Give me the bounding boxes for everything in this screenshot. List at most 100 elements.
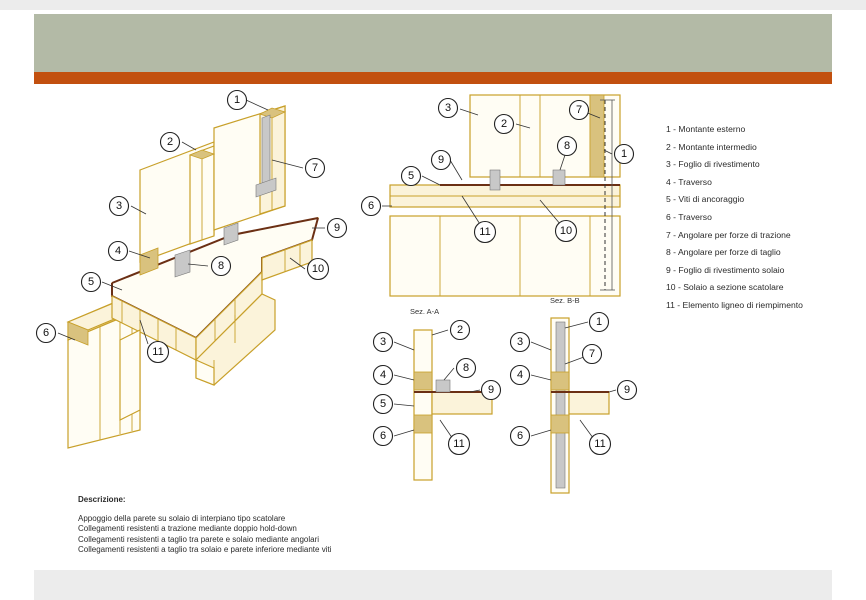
callout-marker: 9 (430, 149, 452, 171)
callout-marker: 4 (372, 364, 394, 386)
callout-marker: 3 (437, 97, 459, 119)
legend-item: 2 - Montante intermedio (666, 141, 757, 152)
callout-marker: 1 (613, 143, 635, 165)
callout-number: 6 (368, 200, 374, 212)
description-line: Collegamenti resistenti a taglio tra par… (78, 534, 320, 544)
callout-number: 4 (517, 369, 523, 381)
callout-marker: 2 (449, 319, 471, 341)
bottom-strip (34, 570, 832, 600)
slide-accent-bar (34, 72, 832, 84)
callout-number: 9 (488, 384, 494, 396)
callout-number: 10 (312, 263, 324, 275)
callout-marker: 7 (304, 157, 326, 179)
section-bb-callouts (530, 321, 617, 443)
callout-marker: 7 (568, 99, 590, 121)
legend-item: 11 - Elemento ligneo di riempimento (666, 299, 803, 310)
callout-number: 6 (43, 327, 49, 339)
callout-number: 6 (380, 430, 386, 442)
callout-marker: 6 (509, 425, 531, 447)
callout-number: 10 (560, 225, 572, 237)
callout-number: 11 (479, 226, 490, 238)
callout-number: 5 (408, 170, 414, 182)
legend-item: 10 - Solaio a sezione scatolare (666, 282, 784, 293)
callout-number: 8 (218, 260, 224, 272)
slide-header-band (34, 14, 832, 72)
callout-number: 1 (621, 148, 627, 160)
callout-number: 9 (438, 154, 444, 166)
callout-number: 11 (453, 438, 464, 450)
callout-number: 1 (234, 94, 240, 106)
section-aa-label: Sez. A-A (410, 307, 440, 316)
callout-marker: 10 (306, 257, 330, 281)
description-block: Descrizione: Appoggio della parete su so… (78, 495, 331, 555)
callout-marker: 4 (509, 364, 531, 386)
callout-marker: 8 (455, 357, 477, 379)
callout-number: 8 (463, 362, 469, 374)
legend: 1 - Montante esterno 2 - Montante interm… (666, 121, 803, 315)
legend-item: 3 - Foglio di rivestimento (666, 159, 760, 170)
legend-item: 4 - Traverso (666, 176, 712, 187)
callout-marker: 5 (400, 165, 422, 187)
callout-number: 9 (624, 384, 630, 396)
callout-number: 3 (445, 102, 451, 114)
description-line: Collegamenti resistenti a trazione media… (78, 524, 297, 534)
callout-marker: 4 (107, 240, 129, 262)
callout-number: 4 (115, 245, 121, 257)
callout-number: 7 (576, 104, 582, 116)
callout-marker: 9 (480, 379, 502, 401)
callout-number: 7 (589, 348, 595, 360)
callout-number: 3 (116, 200, 122, 212)
callout-marker: 8 (556, 135, 578, 157)
legend-item: 1 - Montante esterno (666, 124, 746, 134)
callout-number: 11 (152, 346, 163, 358)
callout-number: 9 (334, 222, 340, 234)
callout-marker: 7 (581, 343, 603, 365)
callout-number: 2 (501, 118, 507, 130)
callout-marker: 9 (326, 217, 348, 239)
callout-number: 5 (88, 276, 94, 288)
iso-callouts (57, 99, 325, 345)
callout-number: 7 (312, 162, 318, 174)
callout-marker: 5 (80, 271, 102, 293)
callout-marker: 3 (108, 195, 130, 217)
description-line: Collegamenti resistenti a taglio tra sol… (78, 544, 332, 554)
description-title: Descrizione: (78, 495, 126, 504)
callout-number: 3 (517, 336, 523, 348)
callout-number: 1 (596, 316, 602, 328)
callout-marker: 9 (616, 379, 638, 401)
legend-item: 6 - Traverso (666, 211, 712, 222)
callout-marker: 6 (35, 322, 57, 344)
callout-number: 11 (594, 438, 605, 450)
legend-item: 7 - Angolare per forze di trazione (666, 229, 791, 240)
callout-number: 3 (380, 336, 386, 348)
legend-item: 5 - Viti di ancoraggio (666, 194, 745, 205)
callout-marker: 11 (146, 340, 170, 364)
isometric-view (66, 105, 319, 449)
callout-marker: 6 (360, 195, 382, 217)
callout-marker: 5 (372, 393, 394, 415)
callout-marker: 6 (372, 425, 394, 447)
callout-number: 2 (167, 136, 173, 148)
section-aa (413, 329, 493, 481)
callout-marker: 10 (554, 219, 578, 243)
callout-marker: 3 (509, 331, 531, 353)
legend-item: 8 - Angolare per forze di taglio (666, 247, 781, 258)
callout-marker: 1 (226, 89, 248, 111)
callout-marker: 8 (210, 255, 232, 277)
elevation-view (389, 94, 621, 297)
callout-marker: 11 (447, 432, 471, 456)
section-bb-label: Sez. B-B (550, 296, 580, 305)
callout-number: 2 (457, 324, 463, 336)
callout-marker: 1 (588, 311, 610, 333)
callout-marker: 2 (159, 131, 181, 153)
section-bb (550, 317, 610, 494)
callout-marker: 3 (372, 331, 394, 353)
description-line: Appoggio della parete su solaio di inter… (78, 514, 286, 524)
callout-number: 5 (380, 398, 386, 410)
callout-marker: 11 (588, 432, 612, 456)
top-strip (0, 0, 866, 10)
callout-number: 8 (564, 140, 570, 152)
callout-number: 6 (517, 430, 523, 442)
